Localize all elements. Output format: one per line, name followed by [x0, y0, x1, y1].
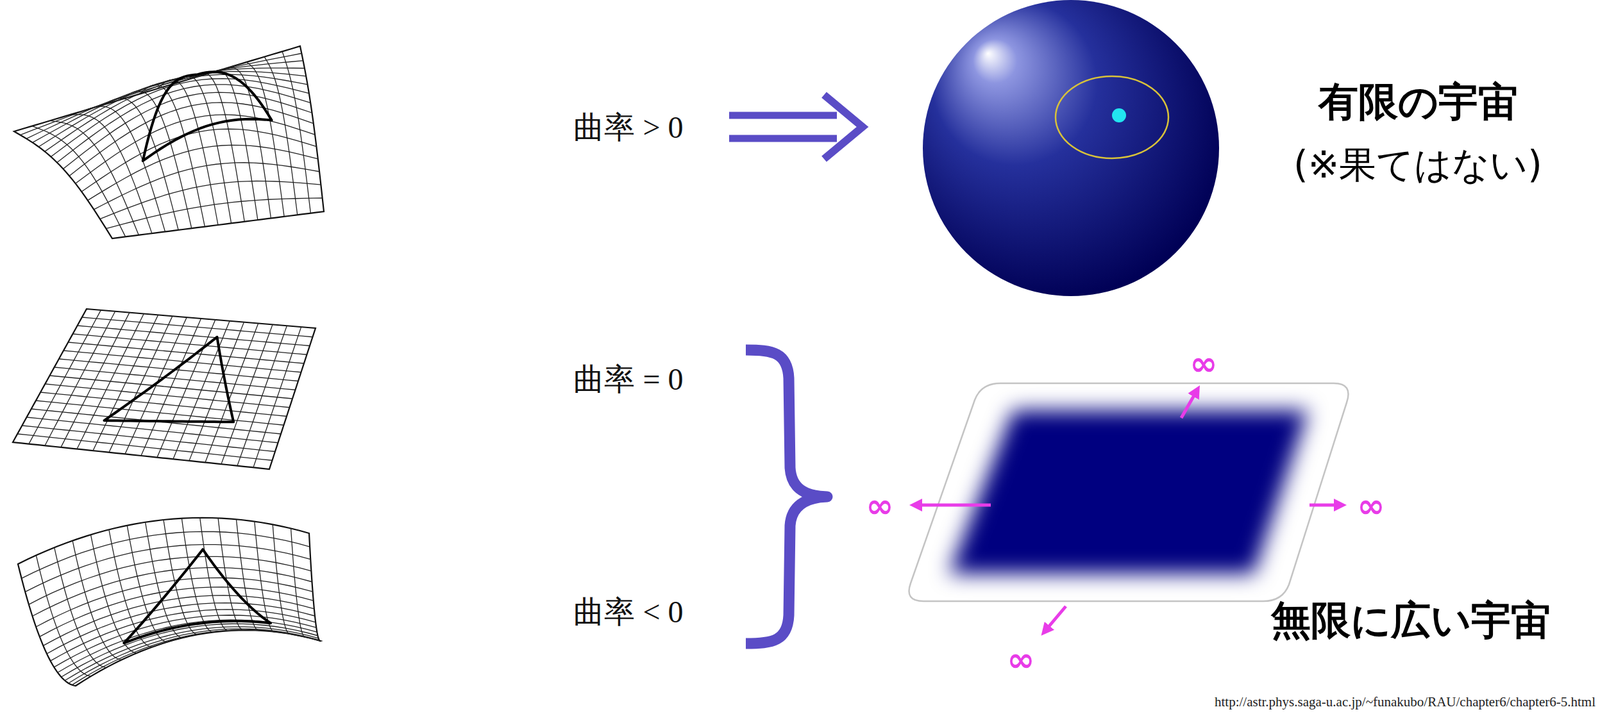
zero-curvature-surface — [12, 309, 316, 470]
curvature-label: 曲率 > 0 — [573, 110, 683, 145]
positive-curvature-surface — [14, 46, 324, 239]
no-edge-note: (※果てはない) — [1293, 144, 1543, 186]
infinity-symbol: ∞ — [865, 488, 894, 525]
infinity-symbol: ∞ — [1356, 488, 1385, 525]
infinity-symbol: ∞ — [1189, 345, 1218, 383]
implies-arrow — [729, 94, 863, 160]
curly-brace — [745, 350, 828, 644]
source-url: http://astr.phys.saga-u.ac.jp/~funakubo/… — [1214, 695, 1596, 710]
negative-curvature-surface — [17, 518, 321, 687]
curvature-label: 曲率 = 0 — [573, 362, 683, 397]
curvature-label: 曲率 < 0 — [573, 595, 683, 630]
flat-universe — [909, 383, 1349, 602]
infinite-universe-label: 無限に広い宇宙 — [1271, 598, 1551, 643]
infinity-symbol: ∞ — [1006, 641, 1035, 679]
finite-universe-label: 有限の宇宙 — [1318, 80, 1518, 124]
curved-surfaces — [12, 46, 324, 687]
sphere — [922, 0, 1220, 297]
infinity-arrows — [915, 391, 1341, 632]
